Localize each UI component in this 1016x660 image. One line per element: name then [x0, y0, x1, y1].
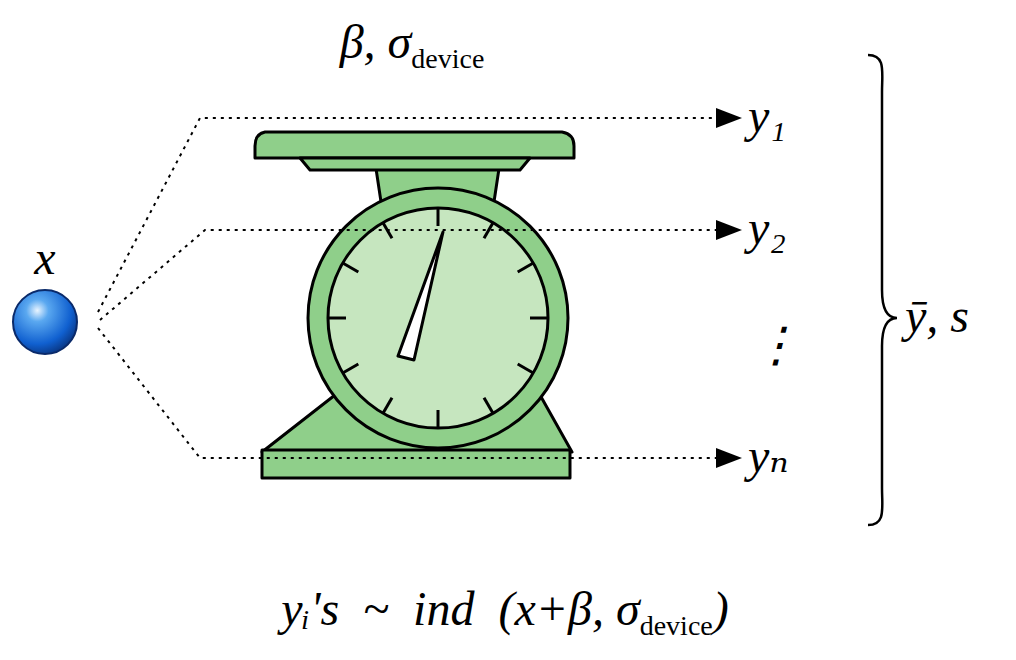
dial-ticks	[328, 208, 548, 428]
dial-tick	[328, 317, 346, 320]
dial-tick	[343, 364, 359, 373]
dial-tick	[518, 263, 534, 272]
arrowhead	[716, 220, 742, 240]
math-text: yₙ	[748, 429, 789, 482]
measurement-path	[98, 118, 718, 312]
reading-label: y₂	[748, 204, 786, 252]
scale-base	[262, 450, 570, 478]
dial-tick	[437, 208, 440, 226]
math-text: y₂	[748, 201, 786, 254]
model-formula: yᵢ's ~ ind (x+β, σdevice)	[281, 585, 728, 640]
summary-statistics: ȳ, s	[905, 292, 969, 340]
dial-needle	[398, 232, 443, 360]
math-text: ⋮	[752, 318, 800, 371]
scale-dial-face	[328, 208, 548, 428]
dial-tick	[437, 410, 440, 428]
dial-tick	[518, 364, 534, 373]
scale-platform	[255, 132, 574, 158]
arrowhead	[716, 448, 742, 468]
measurement-paths	[98, 118, 718, 458]
device-parameters: β, σdevice	[340, 18, 485, 73]
scale-dial-rim	[308, 188, 568, 448]
scale-platform-lip	[300, 158, 530, 170]
math-text: β, σ	[340, 15, 412, 68]
math-text: )	[713, 582, 729, 635]
reading-label: y₁	[748, 92, 786, 140]
dial-tick	[530, 317, 548, 320]
math-text: x	[34, 231, 55, 284]
scale-illustration	[255, 132, 574, 478]
object-label: x	[34, 234, 55, 282]
measurement-path	[98, 328, 718, 458]
grouping-brace	[868, 55, 897, 525]
object-ball	[13, 290, 77, 354]
measurement-path	[100, 230, 718, 320]
subscript-text: device	[640, 609, 713, 640]
reading-label: yₙ	[748, 432, 789, 480]
dial-tick	[383, 398, 392, 414]
math-text: ȳ, s	[905, 289, 969, 342]
math-text: yᵢ's ~ ind (x+β, σ	[281, 582, 639, 635]
ellipsis: ⋮	[752, 321, 800, 369]
arrowhead	[716, 108, 742, 128]
dial-tick	[343, 263, 359, 272]
arrowheads	[716, 108, 742, 468]
subscript-text: device	[411, 42, 484, 73]
dial-tick	[484, 398, 493, 414]
math-text: y₁	[748, 89, 786, 142]
